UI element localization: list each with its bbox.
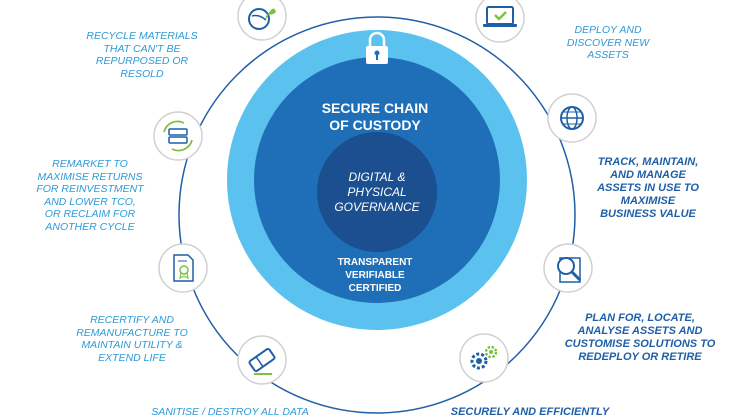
label-recycle: RECYCLE MATERIALS THAT CAN'T BE REPURPOS… bbox=[86, 30, 198, 80]
magnifier-document-icon bbox=[557, 257, 582, 283]
qualities-text: TRANSPARENT VERIFIABLE CERTIFIED bbox=[337, 257, 413, 294]
inner-circle bbox=[317, 132, 437, 252]
governance-text: DIGITAL & PHYSICAL GOVERNANCE bbox=[334, 170, 420, 214]
label-plan: PLAN FOR, LOCATE, ANALYSE ASSETS AND CUS… bbox=[564, 312, 716, 363]
gears-badge bbox=[459, 333, 509, 383]
certificate-badge bbox=[158, 243, 208, 293]
orbit-ring bbox=[178, 16, 576, 414]
laptop-check-badge bbox=[475, 0, 525, 43]
plant-globe-icon bbox=[248, 8, 276, 30]
globe-icon bbox=[560, 106, 584, 130]
globe-badge bbox=[547, 93, 597, 143]
label-sanitise: SANITISE / DESTROY ALL DATA bbox=[151, 406, 309, 418]
label-track: TRACK, MAINTAIN, AND MANAGE ASSETS IN US… bbox=[597, 156, 699, 220]
server-cycle-icon bbox=[163, 120, 193, 152]
server-cycle-badge bbox=[153, 111, 203, 161]
certificate-document-icon bbox=[173, 254, 194, 282]
gears-icon bbox=[470, 345, 498, 370]
center-title: SECURE CHAIN OF CUSTODY bbox=[321, 100, 429, 133]
label-remarket: REMARKET TO MAXIMISE RETURNS FOR REINVES… bbox=[36, 158, 144, 233]
laptop-check-icon bbox=[483, 6, 517, 27]
label-deploy: DEPLOY AND DISCOVER NEW ASSETS bbox=[566, 24, 650, 61]
label-securely: SECURELY AND EFFICIENTLY bbox=[450, 406, 610, 418]
padlock-icon bbox=[366, 31, 388, 64]
magnifier-document-badge bbox=[543, 243, 593, 293]
label-recertify: RECERTIFY AND REMANUFACTURE TO MAINTAIN … bbox=[76, 314, 188, 364]
eraser-badge bbox=[237, 335, 287, 385]
eraser-icon bbox=[248, 347, 276, 373]
plant-globe-badge bbox=[237, 0, 287, 41]
